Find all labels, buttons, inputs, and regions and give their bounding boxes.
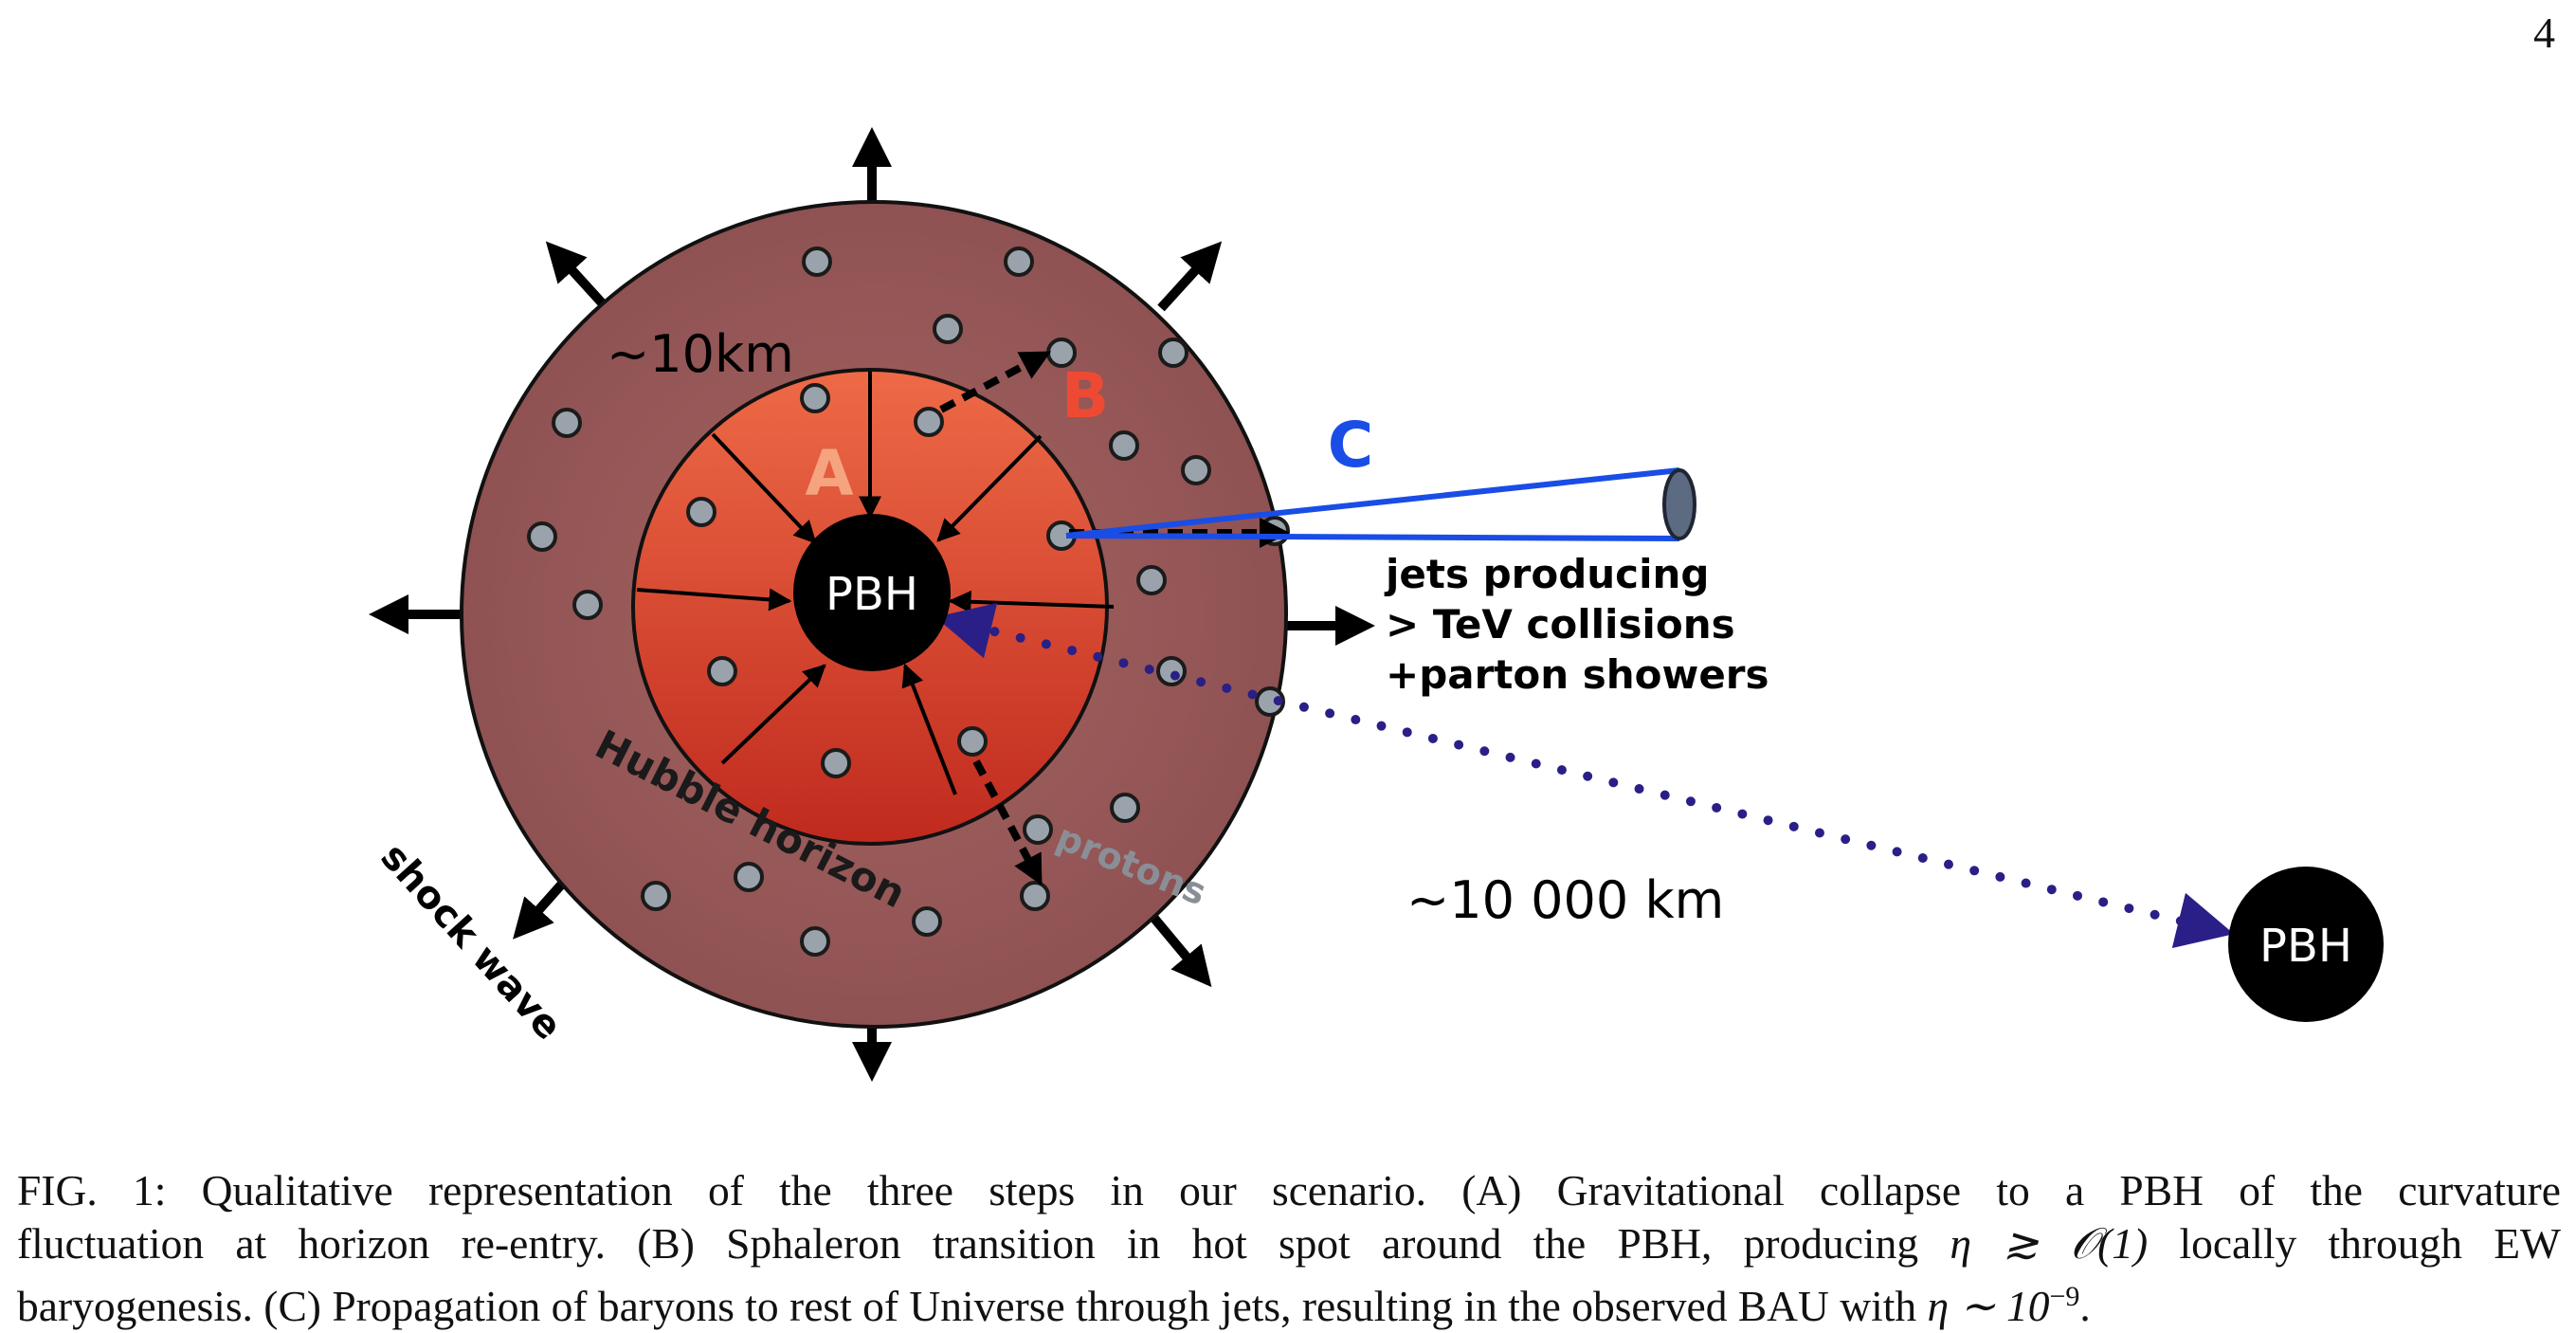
particle (933, 314, 963, 344)
caption-line-3-text: baryogenesis. (C) Propagation of baryons… (17, 1282, 1917, 1331)
particle (572, 590, 603, 620)
particle (707, 656, 737, 686)
particle (686, 497, 717, 527)
caption-line-2: fluctuation at horizon re-entry. (B) Sph… (17, 1217, 2561, 1270)
particle (1110, 793, 1140, 823)
particle (1109, 430, 1139, 461)
particle (1023, 814, 1053, 845)
jet-cap (1662, 468, 1696, 540)
particle (1020, 881, 1050, 911)
particle (1136, 565, 1167, 595)
particle (527, 521, 557, 552)
caption-math-eta-order: η ≳ 𝒪(1) (1950, 1219, 2149, 1268)
caption-line-1: FIG. 1: Qualitative representation of th… (17, 1166, 2561, 1214)
particle (1181, 455, 1211, 485)
shock-arrow-down-right (1148, 911, 1212, 988)
distance-small-label: ~10km (607, 324, 794, 384)
pbh-far (2228, 867, 2384, 1022)
caption-line-2-end: locally through EW (2179, 1219, 2561, 1268)
jets-label-line1: jets producing (1384, 551, 1709, 597)
particle (1156, 656, 1187, 686)
caption-math-exponent: −9 (2049, 1281, 2080, 1312)
particle (1158, 338, 1188, 368)
distance-large-label: ~10 000 km (1406, 870, 1724, 930)
particle (821, 748, 851, 778)
particle (802, 247, 832, 277)
shock-arrow-up-left (545, 241, 610, 312)
pbh-far-label: PBH (2259, 920, 2352, 973)
figure-caption: FIG. 1: Qualitative representation of th… (17, 1164, 2561, 1333)
step-c-label: C (1328, 409, 1373, 482)
particle (641, 881, 671, 911)
particle (957, 726, 988, 757)
particle (914, 407, 944, 437)
caption-line-2-text: fluctuation at horizon re-entry. (B) Sph… (17, 1219, 1919, 1268)
page-number: 4 (2533, 9, 2555, 57)
caption-line-3: baryogenesis. (C) Propagation of baryons… (17, 1270, 2561, 1333)
caption-line-3-end: . (2079, 1282, 2091, 1331)
particle (734, 862, 764, 892)
particle (912, 906, 942, 937)
particle (552, 408, 582, 438)
shock-wave-label: shock wave (372, 835, 571, 1049)
shock-arrow-up-right (1157, 241, 1223, 312)
dashed-arrow-b (939, 351, 1052, 413)
pbh-center-label: PBH (825, 568, 918, 621)
shock-arrow-down-left (513, 878, 568, 940)
caption-math-eta-bau: η ∼ 10 (1927, 1282, 2050, 1331)
pbh-center (793, 514, 951, 671)
particle (1004, 247, 1034, 277)
jets-label-line3: +parton showers (1386, 651, 1769, 698)
particle (800, 383, 830, 413)
jet-cone (1065, 467, 1696, 541)
jets-label-line2: > TeV collisions (1386, 601, 1735, 648)
propagation-path (934, 602, 2235, 949)
step-a-label: A (805, 437, 853, 510)
step-b-label: B (1061, 359, 1109, 432)
scenario-figure: PBH PBH ~10km A B C jets producing > TeV… (369, 127, 2384, 1082)
particle (800, 926, 830, 957)
